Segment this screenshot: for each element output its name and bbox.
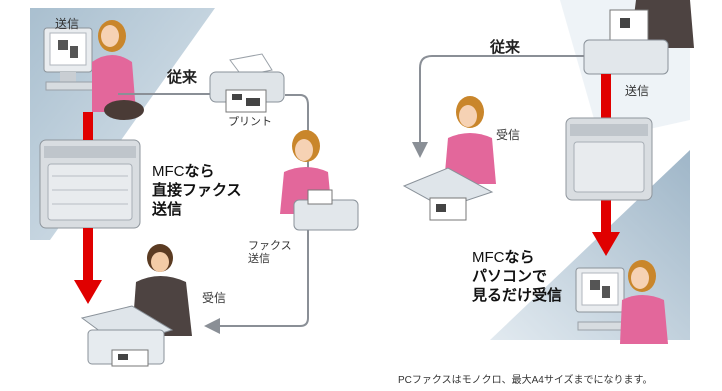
right-conventional-path xyxy=(412,55,584,158)
print-label: プリント xyxy=(228,116,272,128)
footnote: PCファクスはモノクロ、最大A4サイズまでになります。 xyxy=(398,375,653,386)
left-conventional-heading: 従来 xyxy=(167,69,198,86)
left-mfc-nara: なら xyxy=(184,163,215,180)
right-receive-label: 受信 xyxy=(496,128,521,142)
left-red-arrow xyxy=(74,112,102,304)
right-mfc-line2: パソコンで xyxy=(472,268,548,285)
right-send-label: 送信 xyxy=(625,84,650,98)
sender-computer-icon xyxy=(43,27,107,91)
right-conventional-heading: 従来 xyxy=(490,39,521,56)
middle-fax-icon xyxy=(293,189,359,231)
right-receiver-person-icon xyxy=(620,260,668,344)
left-receive-label: 受信 xyxy=(202,291,227,305)
right-mfc-machine-icon xyxy=(565,117,653,201)
left-mfc-caption: MFCなら 直接ファクス 送信 xyxy=(152,162,242,219)
right-receiver-computer-icon xyxy=(575,267,639,331)
sender-person-icon xyxy=(92,20,144,120)
left-mfc-line2: 直接ファクス xyxy=(152,182,242,199)
left-mfc-machine-icon xyxy=(39,139,141,229)
right-red-arrow xyxy=(592,74,620,256)
left-receiver-fax-icon xyxy=(80,305,174,367)
fax-send-label: ファクス 送信 xyxy=(248,240,292,265)
right-mfc-nara: なら xyxy=(504,249,535,266)
left-send-label: 送信 xyxy=(55,17,80,31)
right-mfc-caption: MFCなら パソコンで 見るだけ受信 xyxy=(472,248,562,305)
left-mfc-line3: 送信 xyxy=(152,201,183,218)
right-sender-fax-icon xyxy=(583,9,669,75)
right-receiving-fax-icon xyxy=(402,167,494,221)
right-receiving-person-icon xyxy=(444,96,496,184)
right-mfc-line3: 見るだけ受信 xyxy=(472,287,563,304)
left-mfc-prefix: MFC xyxy=(152,163,185,180)
right-mfc-prefix: MFC xyxy=(472,249,505,266)
printer-icon xyxy=(209,53,285,113)
